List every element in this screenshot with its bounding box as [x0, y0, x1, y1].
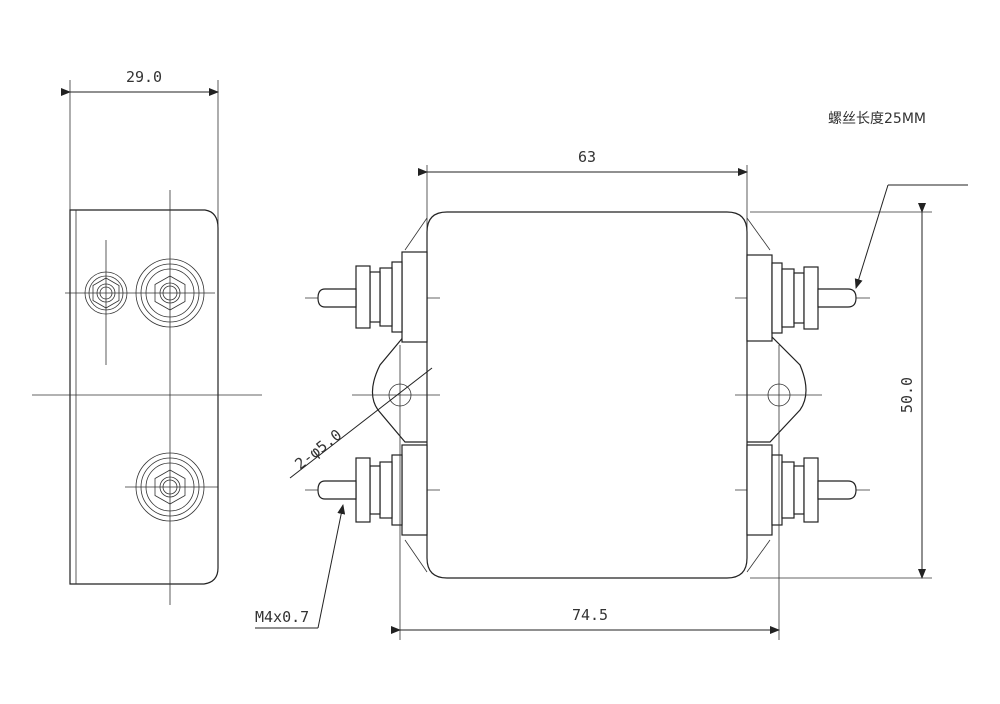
dim-thread-spec: M4x0.7 — [255, 608, 309, 626]
leader-hole-spec — [289, 367, 433, 479]
dim-side-width: 29.0 — [126, 68, 162, 86]
terminal-large-bottom — [135, 452, 205, 522]
front-view: 63 — [255, 111, 968, 640]
terminal-small — [84, 271, 128, 315]
leader-thread-spec — [317, 504, 346, 629]
filter-body — [426, 211, 748, 579]
terminal-left-bottom — [317, 444, 428, 536]
note-screw-length: 螺丝长度25MM — [828, 111, 926, 127]
dim-body-length: 63 — [578, 148, 596, 166]
side-plate — [69, 209, 219, 585]
side-view: 29.0 — [32, 68, 262, 605]
terminal-right-top — [746, 254, 857, 342]
dim-height: 50.0 — [898, 377, 916, 413]
dim-hole-spec: 2-φ5.0 — [291, 426, 345, 474]
leader-screw-length — [854, 184, 889, 289]
terminal-left-top — [317, 251, 428, 343]
terminal-right-bottom — [746, 444, 857, 536]
terminal-large-top — [135, 258, 205, 328]
dim-overall-length: 74.5 — [572, 606, 608, 624]
